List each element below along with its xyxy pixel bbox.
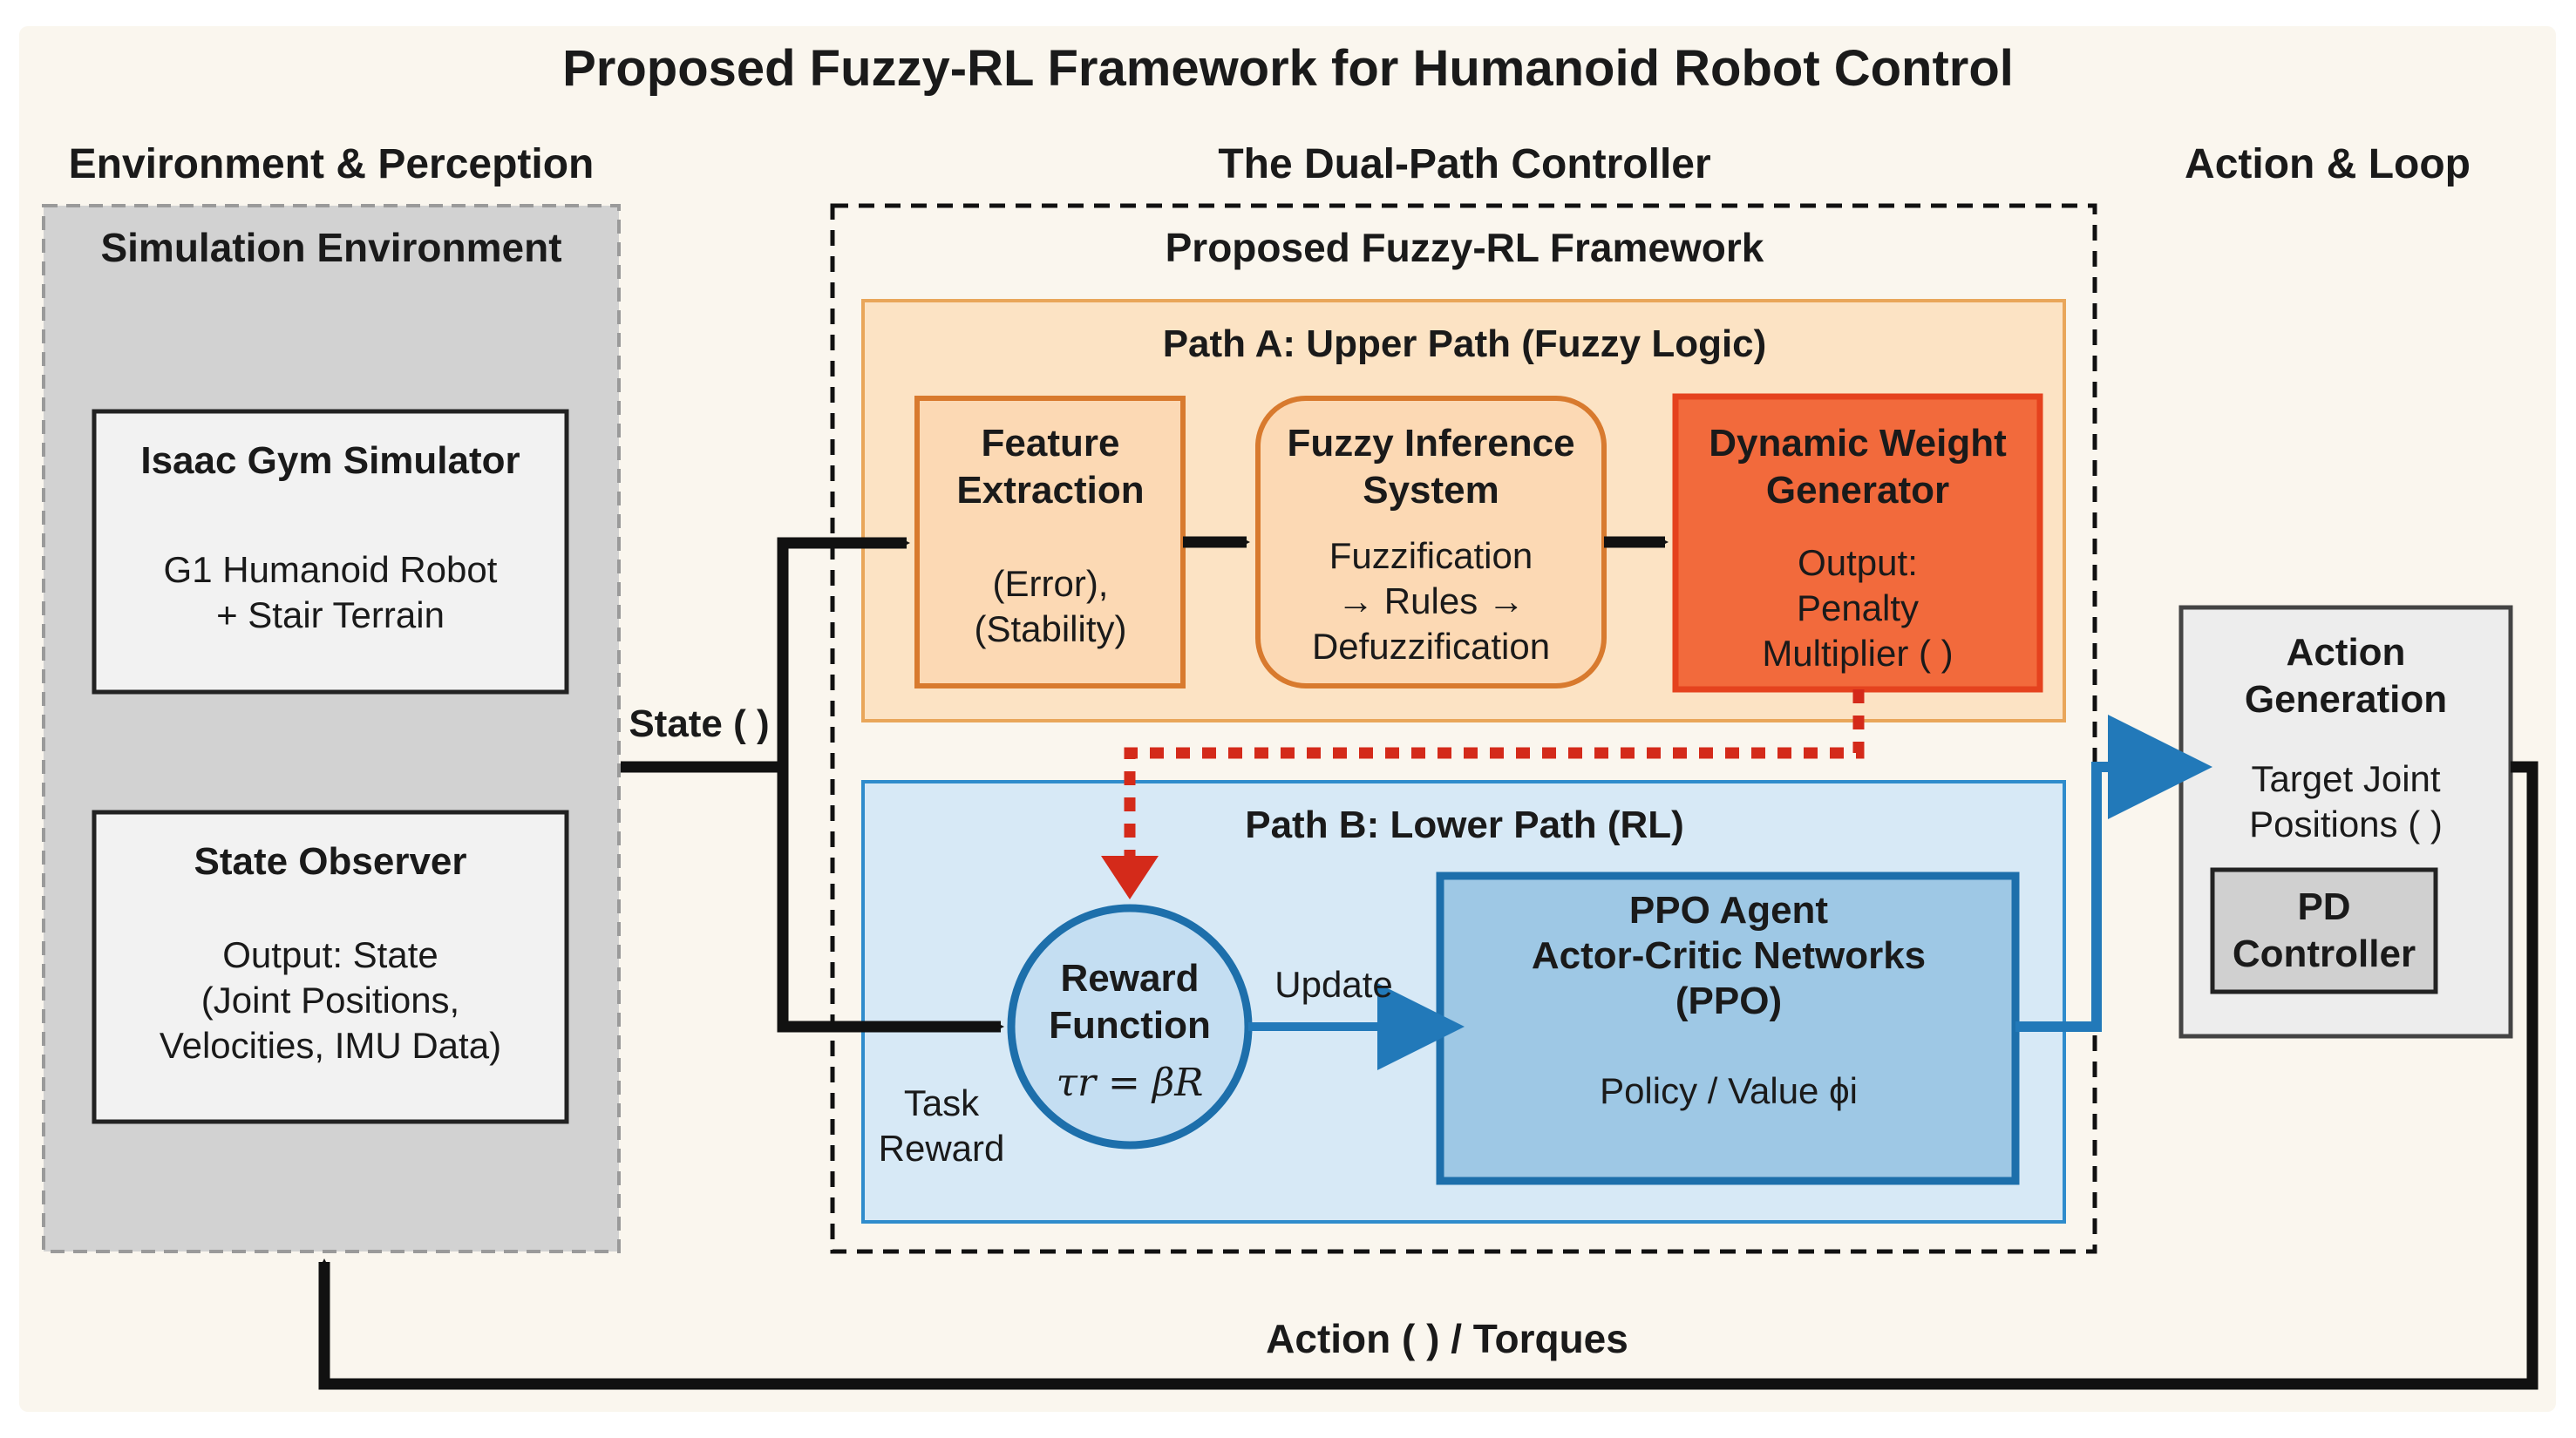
fis-line1: Fuzzification [1329, 535, 1533, 576]
fis-title1: Fuzzy Inference [1287, 422, 1575, 465]
feature-extraction-box [914, 396, 1186, 688]
ppo-title2: Actor-Critic Networks [1531, 934, 1927, 977]
framework-title: Proposed Fuzzy-RL Framework [1165, 225, 1764, 270]
dwg-title1: Dynamic Weight [1709, 422, 2007, 465]
column-heading-right: Action & Loop [2185, 141, 2471, 187]
feature-extraction-line2: (Stability) [974, 608, 1127, 649]
feature-extraction-line1: (Error), [992, 563, 1109, 604]
weight-dotted-arrow [1124, 689, 1865, 863]
pd-controller-line1: PD [2297, 885, 2351, 928]
column-heading-center: The Dual-Path Controller [1218, 141, 1711, 187]
path-a-title: Path A: Upper Path (Fuzzy Logic) [1162, 322, 1767, 365]
task-reward-line2: Reward [878, 1128, 1005, 1169]
isaac-gym-title: Isaac Gym Simulator [140, 439, 520, 482]
state-observer-title: State Observer [194, 840, 467, 883]
fis-line3: Defuzzification [1311, 626, 1551, 667]
ppo-title3: (PPO) [1675, 980, 1783, 1022]
action-generation-line2: Positions ( ) [2249, 804, 2443, 844]
state-observer-line3: Velocities, IMU Data) [159, 1025, 502, 1066]
action-generation-line1: Target Joint [2251, 758, 2441, 799]
action-generation-title1: Action [2286, 631, 2406, 674]
dynamic-weight-generator-box [1672, 393, 2043, 693]
state-observer-box [92, 810, 569, 1124]
isaac-gym-line1: G1 Humanoid Robot [163, 549, 498, 590]
task-reward-arrow [777, 767, 1004, 1033]
pd-controller-box [2210, 867, 2438, 994]
state-observer-line1: Output: State [222, 934, 438, 975]
feature-extraction-title1: Feature [981, 422, 1120, 465]
state-label: State ( ) [629, 702, 770, 745]
reward-function-formula: τr = βR [1056, 1061, 1204, 1105]
fuzzy-rl-framework-frame [830, 203, 2097, 1254]
feature-extraction-title2: Extraction [956, 469, 1145, 512]
ppo-agent-box [1436, 872, 2020, 1185]
pd-controller-line2: Controller [2232, 933, 2416, 975]
dwg-line3: Multiplier ( ) [1762, 633, 1954, 674]
path-b-title: Path B: Lower Path (RL) [1245, 804, 1684, 846]
reward-function-title1: Reward [1060, 957, 1200, 1000]
column-heading-left: Environment & Perception [68, 141, 595, 187]
state-observer-line2: (Joint Positions, [201, 980, 460, 1021]
ppo-to-action-arrow [2015, 715, 2212, 1032]
ppo-title1: PPO Agent [1628, 889, 1829, 932]
dwg-title2: Generator [1765, 469, 1950, 512]
state-arrow [621, 537, 910, 773]
fis-title2: System [1363, 469, 1499, 512]
task-reward-line1: Task [903, 1082, 980, 1123]
isaac-gym-line2: + Stair Terrain [216, 594, 445, 635]
diagram-title: Proposed Fuzzy-RL Framework for Humanoid… [562, 40, 2014, 97]
isaac-gym-box [92, 409, 569, 695]
action-torques-label: Action ( ) / Torques [1266, 1316, 1628, 1361]
ppo-line1: Policy / Value ϕi [1600, 1070, 1858, 1111]
weight-arrowhead [1101, 856, 1159, 899]
dwg-line1: Output: [1798, 542, 1918, 583]
action-generation-title2: Generation [2244, 678, 2448, 721]
dwg-line2: Penalty [1796, 587, 1920, 628]
reward-function-title2: Function [1049, 1004, 1211, 1047]
action-feedback-arrow [318, 761, 2539, 1390]
fis-line2: → Rules → [1337, 580, 1525, 621]
simulation-environment-title: Simulation Environment [100, 225, 562, 270]
update-label: Update [1274, 964, 1393, 1005]
